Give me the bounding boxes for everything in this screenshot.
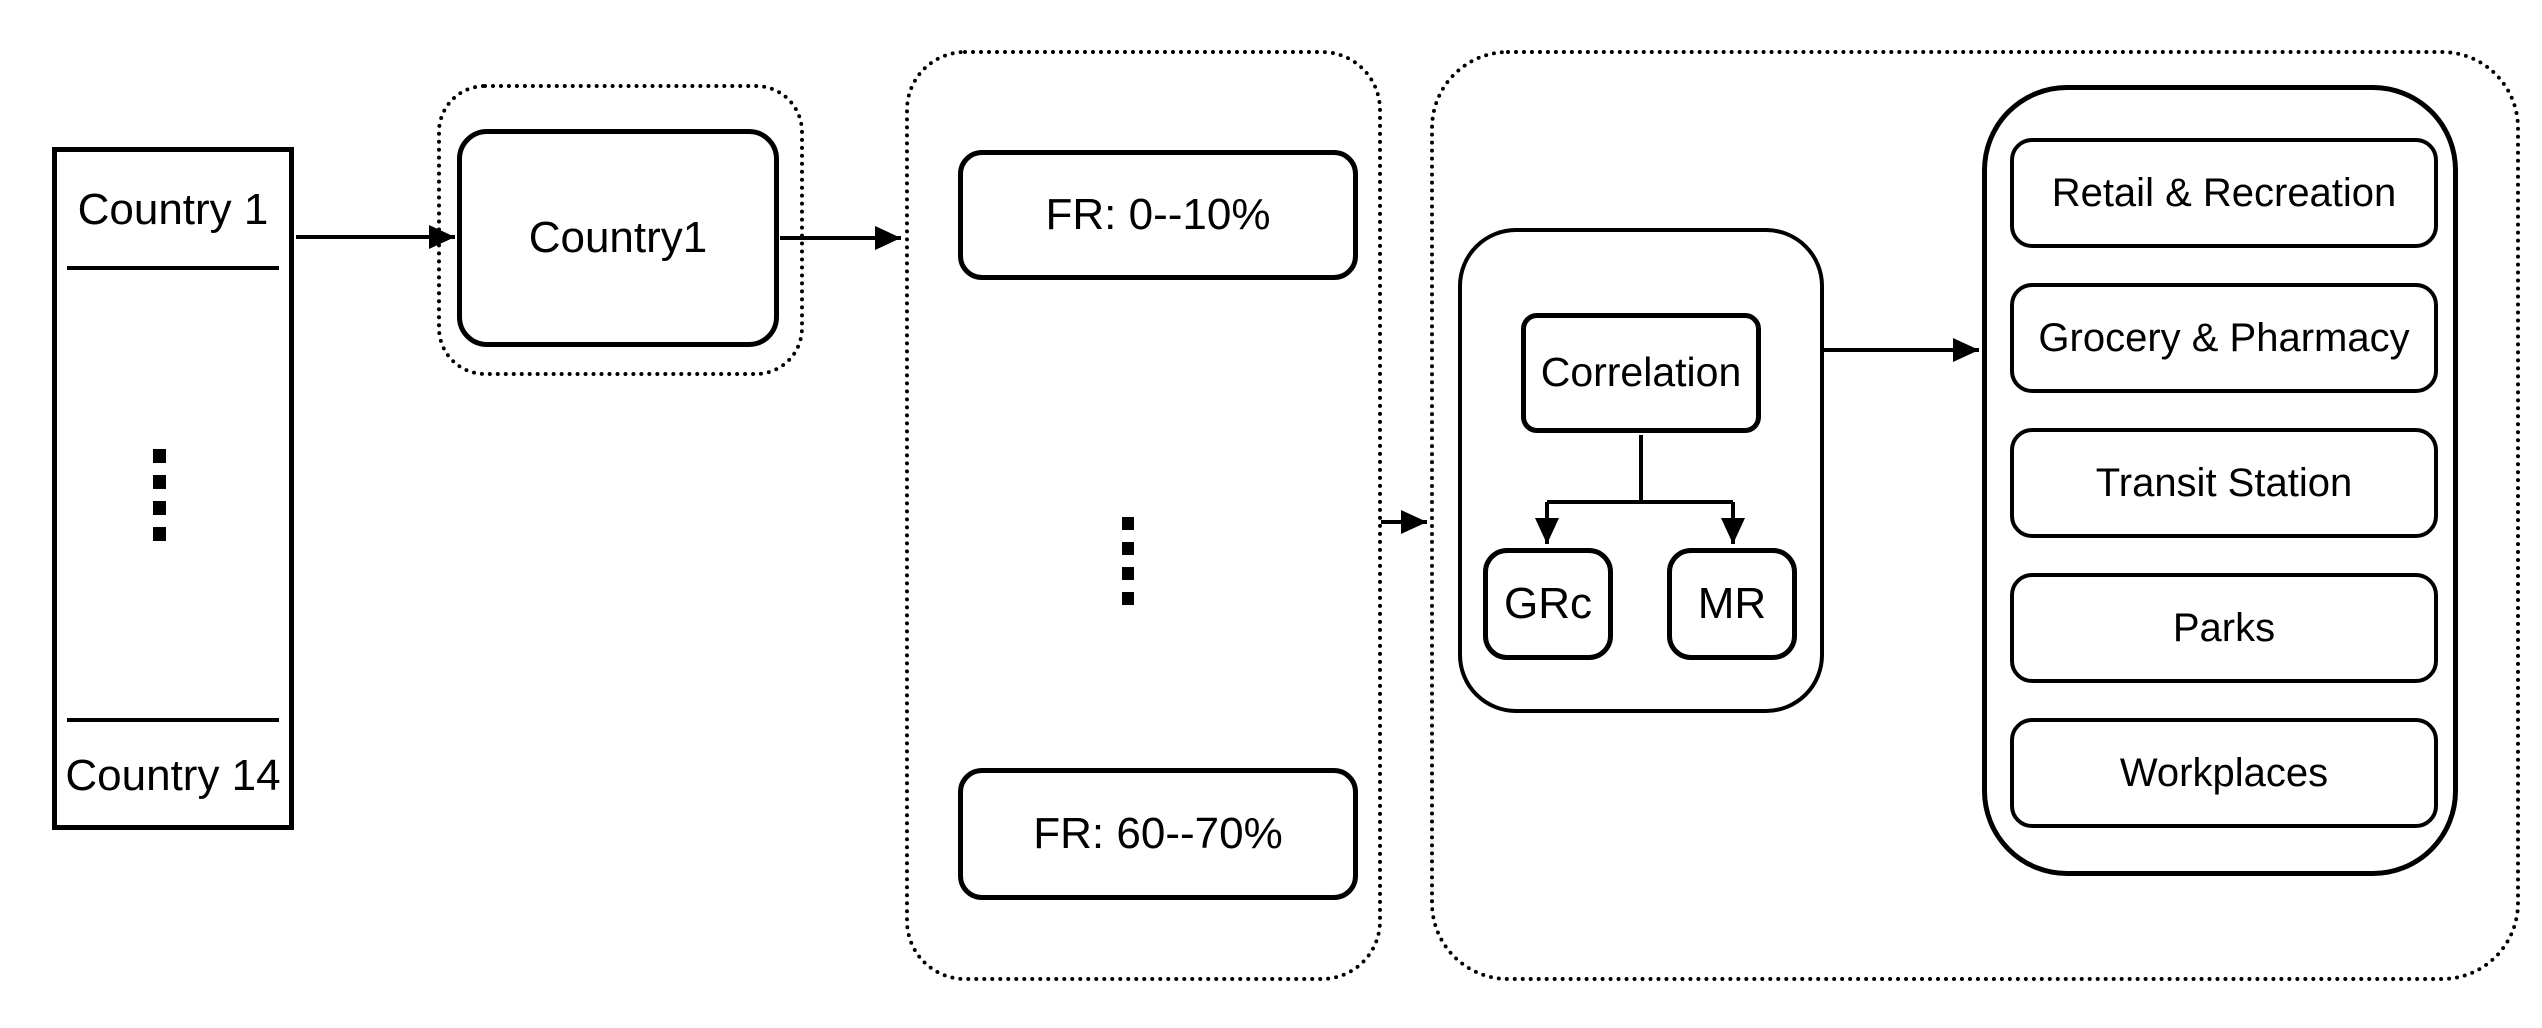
countries-table-first-row: Country 1 [57, 152, 289, 268]
selected-country-label: Country1 [528, 212, 708, 262]
mr-label: MR [1697, 578, 1767, 628]
fr-bin-last-node: FR: 60--70% [958, 768, 1358, 900]
mobility-categories-container [1982, 85, 2458, 876]
category-label-workplaces: Workplaces [2119, 751, 2329, 795]
table-divider-top [67, 266, 279, 270]
table-divider-bottom [67, 718, 279, 722]
grc-node: GRc [1483, 548, 1613, 660]
category-node-transit: Transit Station [2010, 428, 2438, 538]
fr-bin-first-node: FR: 0--10% [958, 150, 1358, 280]
selected-country-node: Country1 [457, 129, 779, 347]
correlation-label: Correlation [1540, 349, 1742, 396]
category-label-transit: Transit Station [2095, 461, 2353, 505]
category-node-grocery: Grocery & Pharmacy [2010, 283, 2438, 393]
analysis-container [1430, 50, 2520, 981]
category-label-grocery: Grocery & Pharmacy [2038, 316, 2410, 360]
category-node-parks: Parks [2010, 573, 2438, 683]
grc-label: GRc [1504, 578, 1592, 628]
category-node-workplaces: Workplaces [2010, 718, 2438, 828]
fr-bin-first-label: FR: 0--10% [1045, 189, 1271, 239]
mr-node: MR [1667, 548, 1797, 660]
country-first-label: Country 1 [77, 184, 269, 234]
category-node-retail: Retail & Recreation [2010, 138, 2438, 248]
correlation-node: Correlation [1521, 313, 1761, 433]
countries-table: Country 1 Country 14 [52, 147, 294, 830]
countries-table-last-row: Country 14 [57, 722, 289, 830]
category-label-retail: Retail & Recreation [2051, 171, 2397, 215]
category-label-parks: Parks [2172, 606, 2276, 650]
country-last-label: Country 14 [65, 750, 281, 800]
fatality-rate-group [905, 50, 1382, 981]
fr-bin-last-label: FR: 60--70% [1033, 808, 1283, 858]
correlation-group [1458, 228, 1824, 713]
